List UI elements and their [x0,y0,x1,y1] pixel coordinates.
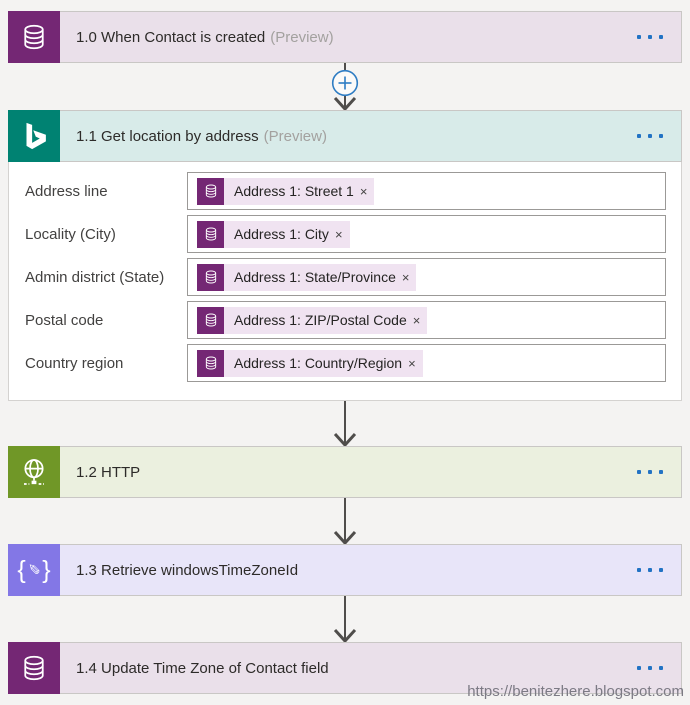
watermark-url: https://benitezhere.blogspot.com [467,683,684,700]
card-title: 1.4 Update Time Zone of Contact field [76,659,329,677]
ellipsis-dot [659,470,663,474]
ellipsis-dot [648,35,652,39]
token-text: Address 1: Country/Region [234,355,403,371]
ellipsis-dot [648,568,652,572]
database-icon [197,263,224,291]
card-title: 1.3 Retrieve windowsTimeZoneId [76,561,299,579]
card-header-retrieve[interactable]: 1.3 Retrieve windowsTimeZoneId [60,544,682,596]
database-icon [8,11,60,63]
dynamic-content-token[interactable]: Address 1: Street 1 × [197,177,375,205]
field-row-admin-district: Admin district (State) Address 1: State/… [25,258,666,296]
more-options-button[interactable] [635,464,665,480]
dynamic-content-token[interactable]: Address 1: State/Province × [197,263,417,291]
connector-with-plus[interactable] [8,63,682,110]
remove-token-icon[interactable]: × [334,226,343,242]
ellipsis-dot [648,666,652,670]
insert-step-plus-icon[interactable] [330,63,360,110]
down-arrow-icon [333,401,357,446]
ellipsis-dot [659,134,663,138]
down-arrow-icon [333,498,357,544]
field-row-address-line: Address line Address 1: Street 1 × [25,172,666,210]
more-options-button[interactable] [635,660,665,676]
dynamic-content-token[interactable]: Address 1: City × [197,220,350,248]
remove-token-icon[interactable]: × [412,312,421,328]
field-label: Admin district (State) [25,268,165,286]
ellipsis-dot [637,35,641,39]
field-label: Address line [25,182,108,200]
locality-input[interactable]: Address 1: City × [187,215,666,253]
field-label: Postal code [25,311,104,329]
database-icon [197,220,224,248]
card-title: 1.1 Get location by address [76,127,259,145]
more-options-button[interactable] [635,29,665,45]
field-row-country-region: Country region Address 1: Country/Region… [25,344,666,382]
dynamic-content-token[interactable]: Address 1: ZIP/Postal Code × [197,306,428,334]
action-card-trigger[interactable]: 1.0 When Contact is created (Preview) [8,11,682,63]
action-card-update[interactable]: 1.4 Update Time Zone of Contact field [8,642,682,694]
more-options-button[interactable] [635,562,665,578]
admin-district-input[interactable]: Address 1: State/Province × [187,258,666,296]
card-title: 1.0 When Contact is created [76,28,266,46]
ellipsis-dot [659,568,663,572]
token-text: Address 1: Street 1 [234,183,354,199]
down-arrow-icon [333,596,357,642]
database-icon [197,306,224,334]
connector-arrow [8,596,682,642]
postal-code-input[interactable]: Address 1: ZIP/Postal Code × [187,301,666,339]
database-icon [197,349,224,377]
action-card-get-location: 1.1 Get location by address (Preview) Ad… [8,110,682,401]
ellipsis-dot [637,568,641,572]
remove-token-icon[interactable]: × [401,269,410,285]
braces-pencil-icon: {✐} [8,544,60,596]
country-region-input[interactable]: Address 1: Country/Region × [187,344,666,382]
token-text: Address 1: ZIP/Postal Code [234,312,407,328]
preview-badge: (Preview) [270,28,334,46]
token-text: Address 1: City [234,226,329,242]
card-header-trigger[interactable]: 1.0 When Contact is created (Preview) [60,11,682,63]
card-header-update[interactable]: 1.4 Update Time Zone of Contact field [60,642,682,694]
field-label: Country region [25,354,124,372]
ellipsis-dot [637,470,641,474]
connector-arrow [8,498,682,544]
field-row-locality: Locality (City) Address 1: City × [25,215,666,253]
card-body-get-location: Address line Address 1: Street 1 × Local… [8,162,682,401]
connector-arrow [8,401,682,446]
ellipsis-dot [659,35,663,39]
remove-token-icon[interactable]: × [408,355,416,371]
ellipsis-dot [648,470,652,474]
database-icon [8,642,60,694]
more-options-button[interactable] [635,128,665,144]
bing-icon [8,110,60,162]
address-line-input[interactable]: Address 1: Street 1 × [187,172,666,210]
action-card-http[interactable]: 1.2 HTTP [8,446,682,498]
ellipsis-dot [659,666,663,670]
card-header-http[interactable]: 1.2 HTTP [60,446,682,498]
preview-badge: (Preview) [263,127,327,145]
token-text: Address 1: State/Province [234,269,396,285]
card-title: 1.2 HTTP [76,463,141,481]
dynamic-content-token[interactable]: Address 1: Country/Region × [197,349,423,377]
field-label: Locality (City) [25,225,116,243]
action-card-retrieve[interactable]: {✐} 1.3 Retrieve windowsTimeZoneId [8,544,682,596]
database-icon [197,177,224,205]
ellipsis-dot [637,134,641,138]
card-header-get-location[interactable]: 1.1 Get location by address (Preview) [60,110,682,162]
field-row-postal-code: Postal code Address 1: ZIP/Postal Code × [25,301,666,339]
remove-token-icon[interactable]: × [359,183,368,199]
globe-icon [8,446,60,498]
ellipsis-dot [637,666,641,670]
ellipsis-dot [648,134,652,138]
